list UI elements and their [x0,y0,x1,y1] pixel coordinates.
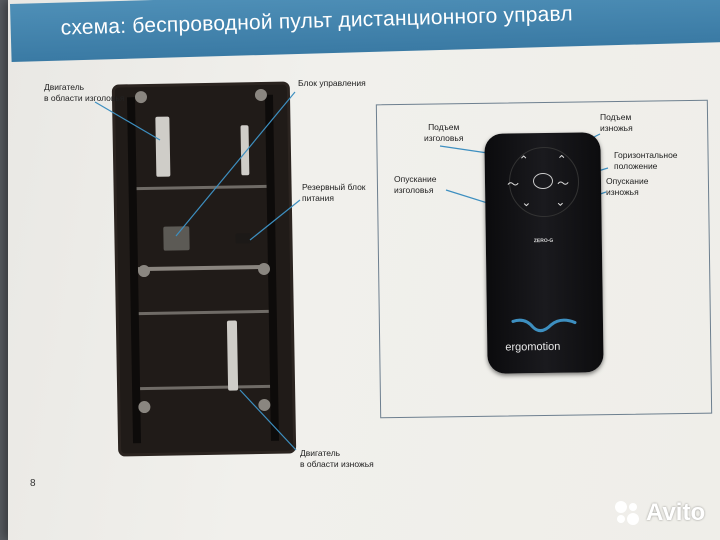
avito-text: Avito [646,499,706,526]
avito-watermark: Avito [612,498,705,528]
lower-head-arrow-icon: ⌄ [521,195,532,210]
ergomotion-wave-logo-icon [511,318,577,333]
lower-foot-arrow-icon: ⌄ [555,194,566,209]
remote-control: ⌃ ⌃ 〜 〜 ⌄ ⌄ ZERO-G ergomotion [484,132,604,374]
raise-head-arrow-icon: ⌃ [518,153,529,168]
label-control-block: Блок управления [298,78,366,88]
brand-name: ergomotion [505,340,561,354]
avito-logo-icon [615,501,639,525]
page-number: 8 [30,478,36,489]
raise-foot-arrow-icon: ⌃ [556,152,567,167]
right-wave-icon: 〜 [556,176,570,191]
left-wave-icon: 〜 [506,177,520,192]
zero-g-label: ZERO-G [533,237,554,245]
